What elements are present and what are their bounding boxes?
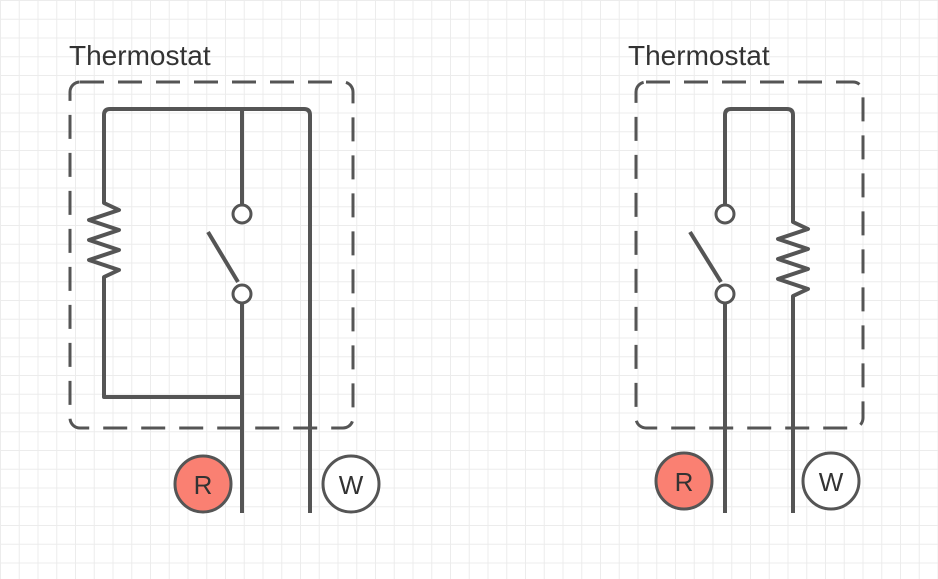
wire-bottom-rail-left — [102, 283, 242, 399]
terminal-r-left — [173, 454, 233, 514]
terminal-w-label-left: W — [339, 470, 364, 500]
thermostat-diagram-right: Thermostat R W — [628, 40, 865, 513]
resistor-right — [776, 216, 810, 302]
terminal-r-label-left: R — [194, 470, 213, 500]
terminal-r-label-right: R — [675, 467, 694, 497]
switch-blade-right — [688, 230, 723, 284]
switch-blade-left — [206, 230, 240, 284]
resistor-left — [87, 197, 121, 283]
thermostat-enclosure-left — [68, 80, 355, 430]
thermostat-enclosure-right — [634, 80, 865, 430]
wire-top-loop-right — [723, 107, 795, 216]
switch-contact-lower-right — [714, 283, 736, 305]
terminal-w-left — [321, 454, 381, 514]
wire-top-to-w-left — [102, 107, 312, 513]
terminal-r-right — [654, 451, 714, 511]
thermostat-label-right: Thermostat — [628, 40, 770, 71]
switch-contact-upper-left — [231, 203, 253, 225]
thermostat-label-left: Thermostat — [69, 40, 211, 71]
switch-contact-lower-left — [231, 283, 253, 305]
terminal-w-label-right: W — [819, 467, 844, 497]
terminal-w-right — [801, 451, 861, 511]
switch-contact-upper-right — [714, 203, 736, 225]
thermostat-diagram-left: Thermostat R W — [68, 40, 381, 514]
